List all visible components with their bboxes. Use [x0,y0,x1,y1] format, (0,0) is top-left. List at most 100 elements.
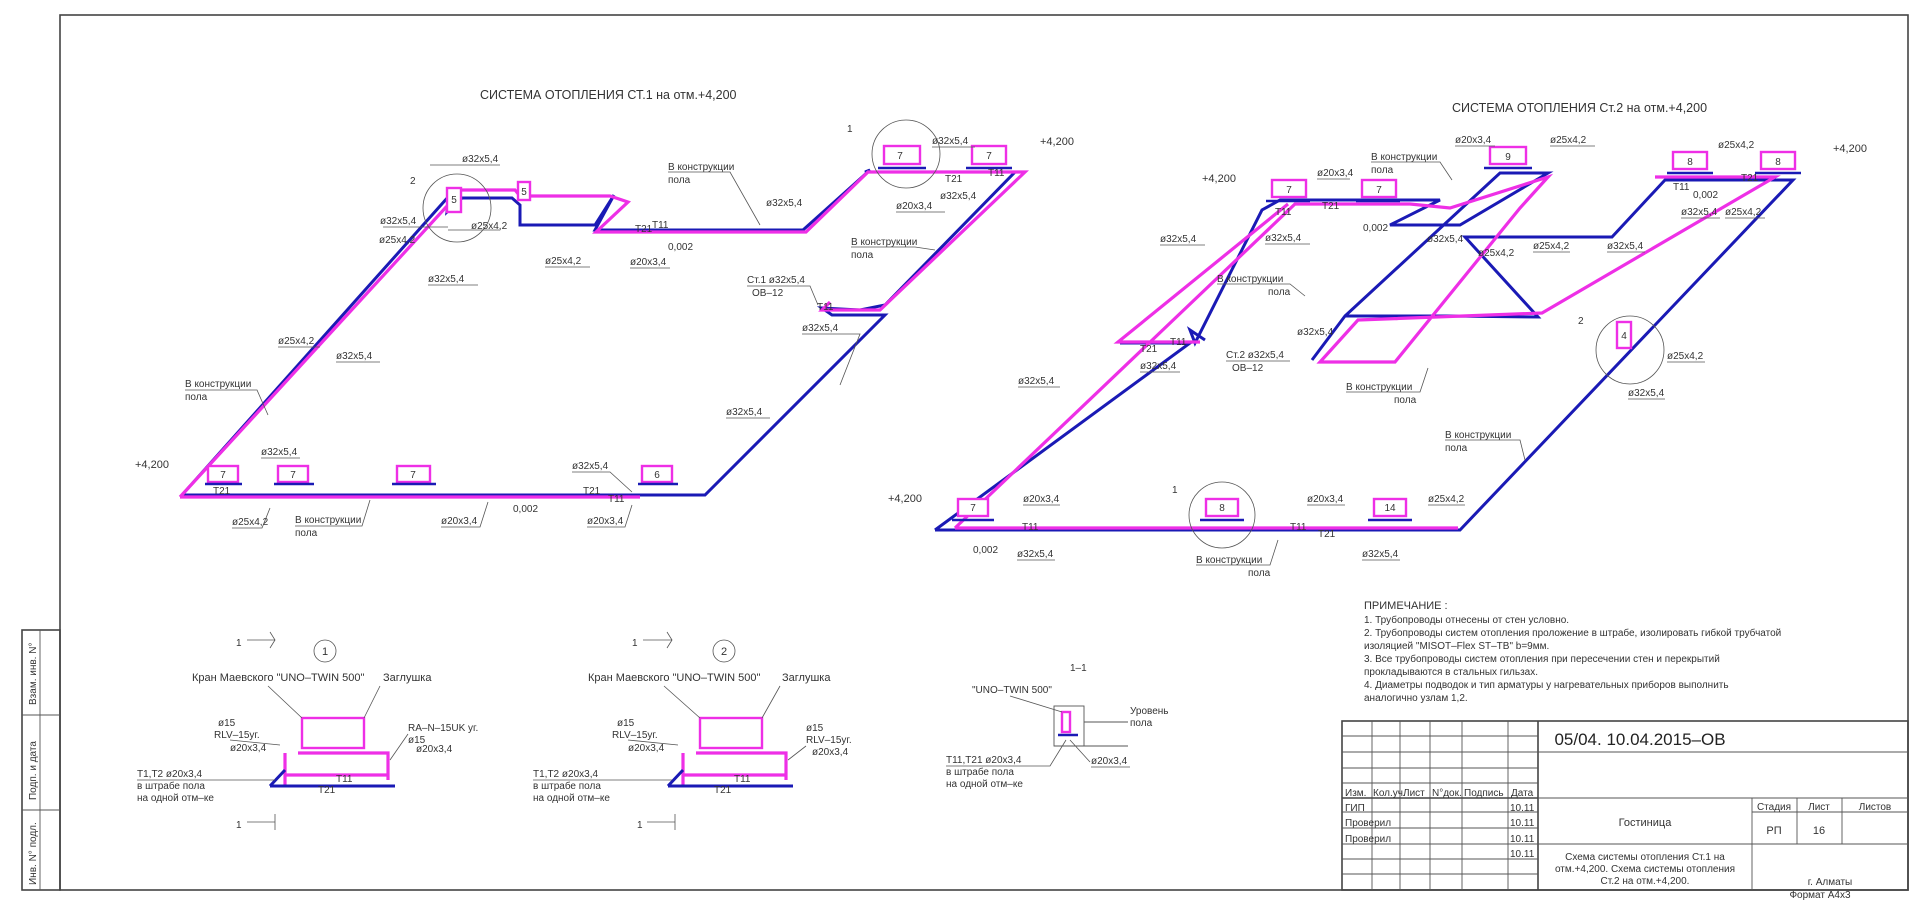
st1-level-right: +4,200 [1040,136,1074,148]
stamp-col-sign: Подпись [1464,788,1504,799]
st2-return-pipe [953,173,1781,530]
st2-radiator-8b: 8 [1755,150,1801,175]
svg-text:ø32x5,4: ø32x5,4 [1362,549,1399,560]
st2-node-2-circle [1595,315,1665,385]
note-line: 2. Трубопроводы систем отопления проложе… [1364,627,1781,639]
svg-text:В конструкции: В конструкции [1346,382,1412,393]
svg-text:5: 5 [521,187,527,198]
svg-text:5: 5 [451,195,457,206]
svg-text:T11,T21 ø20x3,4: T11,T21 ø20x3,4 [946,755,1022,766]
svg-text:ø15: ø15 [218,718,236,729]
svg-text:T1,T2 ø20x3,4: T1,T2 ø20x3,4 [137,769,202,780]
svg-text:7: 7 [897,151,903,162]
st2-radiator-7b: 7 [1356,178,1400,203]
svg-text:В конструкции: В конструкции [1217,274,1283,285]
svg-text:ø32x5,4: ø32x5,4 [1018,376,1055,387]
svg-text:В конструкции: В конструкции [1371,152,1437,163]
svg-text:0,002: 0,002 [513,504,538,515]
node-detail-2: 2 1 1 Кран Маевского "UNO–TWIN 500" Загл… [533,631,852,831]
svg-text:В конструкции: В конструкции [295,515,361,526]
svg-text:ø32x5,4: ø32x5,4 [1681,207,1718,218]
side-stamp-inventory: Инв. N° подл. [28,822,39,885]
st1-node-2-circle [422,173,492,243]
svg-text:ø15: ø15 [806,723,824,734]
svg-text:ø32x5,4: ø32x5,4 [462,154,499,165]
svg-text:на одной отм–ке: на одной отм–ке [137,793,214,804]
svg-text:ø32x5,4: ø32x5,4 [1297,327,1334,338]
svg-text:пола: пола [851,250,874,261]
svg-text:T21: T21 [1140,344,1158,355]
svg-text:1: 1 [637,820,643,831]
stamp-col-sheet: Лист [1403,788,1425,799]
svg-text:T21: T21 [583,486,601,497]
svg-text:1: 1 [847,124,853,135]
svg-text:T11: T11 [1022,522,1039,533]
svg-text:T11: T11 [1673,182,1690,193]
svg-text:7: 7 [1376,185,1382,196]
svg-text:пола: пола [1394,395,1417,406]
svg-text:ø25x4,2: ø25x4,2 [545,256,582,267]
svg-text:ø32x5,4: ø32x5,4 [940,191,977,202]
st2-radiator-14: 14 [1368,497,1412,522]
st2-level-mid: +4,200 [1202,173,1236,185]
svg-text:RLV–15уг.: RLV–15уг. [806,735,852,746]
svg-text:RLV–15уг.: RLV–15уг. [612,730,658,741]
svg-text:T21: T21 [945,174,963,185]
svg-text:ø32x5,4: ø32x5,4 [1017,549,1054,560]
svg-text:ø25x4,2: ø25x4,2 [1428,494,1465,505]
svg-text:7: 7 [1286,185,1292,196]
svg-text:7: 7 [290,470,296,481]
st2-radiator-7c: 7 [952,497,994,522]
svg-text:на одной отм–ке: на одной отм–ке [533,793,610,804]
svg-text:6: 6 [654,470,660,481]
svg-text:ø32x5,4: ø32x5,4 [1427,234,1464,245]
svg-text:ø25x4,2: ø25x4,2 [232,517,269,528]
svg-text:ø32x5,4: ø32x5,4 [1140,361,1177,372]
svg-text:ø25x4,2: ø25x4,2 [1533,241,1570,252]
svg-text:T11: T11 [1275,207,1292,218]
st1-return-pipe [178,170,1030,499]
svg-text:2: 2 [410,176,416,187]
svg-text:пола: пола [1268,287,1291,298]
svg-text:14: 14 [1384,503,1396,514]
svg-text:ø25x4,2: ø25x4,2 [1478,248,1515,259]
title-block: Изм. Кол.уч. Лист N°док. Подпись Дата ГИ… [1341,720,1909,901]
side-stamp-replace: Взам. инв. N° [28,643,39,705]
st2-node-1-circle [1188,481,1256,549]
svg-text:ø20x3,4: ø20x3,4 [587,516,624,527]
stamp-object: Гостиница [1619,817,1673,829]
st1-radiator-7e: 7 [966,144,1012,170]
st1-radiator-7b: 7 [274,464,314,486]
stamp-sheet-header: Лист [1808,802,1830,813]
stamp-doc-code: 05/04. 10.04.2015–ОВ [1554,730,1725,749]
st1-radiator-5b: 5 [516,180,532,202]
svg-text:T11: T11 [1290,522,1307,533]
svg-text:ø25x4,2: ø25x4,2 [379,235,416,246]
svg-text:пола: пола [1130,718,1153,729]
svg-text:4: 4 [1621,331,1627,342]
st2-level-left: +4,200 [888,493,922,505]
svg-text:Заглушка: Заглушка [383,672,432,684]
svg-text:T11: T11 [336,774,353,785]
svg-text:ø20x3,4: ø20x3,4 [628,743,665,754]
svg-text:ø32x5,4: ø32x5,4 [428,274,465,285]
note-line: 1. Трубопроводы отнесены от стен условно… [1364,614,1569,626]
svg-text:2: 2 [1578,316,1584,327]
side-stamp: Взам. инв. N° Подп. и дата Инв. N° подл. [21,629,61,891]
svg-text:ø32x5,4: ø32x5,4 [261,447,298,458]
st1-supply-pipe [180,168,1019,497]
svg-text:1: 1 [1172,485,1178,496]
svg-text:В конструкции: В конструкции [1445,430,1511,441]
st1-radiator-5a: 5 [445,186,463,214]
svg-text:ø15: ø15 [408,735,426,746]
svg-text:2: 2 [721,646,727,658]
svg-text:ø32x5,4: ø32x5,4 [726,407,763,418]
stamp-date: 10.11 [1510,834,1535,845]
svg-text:8: 8 [1219,503,1225,514]
note-line: изоляцией "MISOT–Flex ST–TB" b=9мм. [1364,641,1549,652]
svg-text:ø20x3,4: ø20x3,4 [1307,494,1344,505]
svg-text:В конструкции: В конструкции [185,379,251,390]
svg-text:0,002: 0,002 [1693,190,1718,201]
svg-text:ø25x4,2: ø25x4,2 [1718,140,1755,151]
section-1-1: 1–1 "UNO–TWIN 500" Уровень пола ø20x3,4 … [946,663,1169,790]
